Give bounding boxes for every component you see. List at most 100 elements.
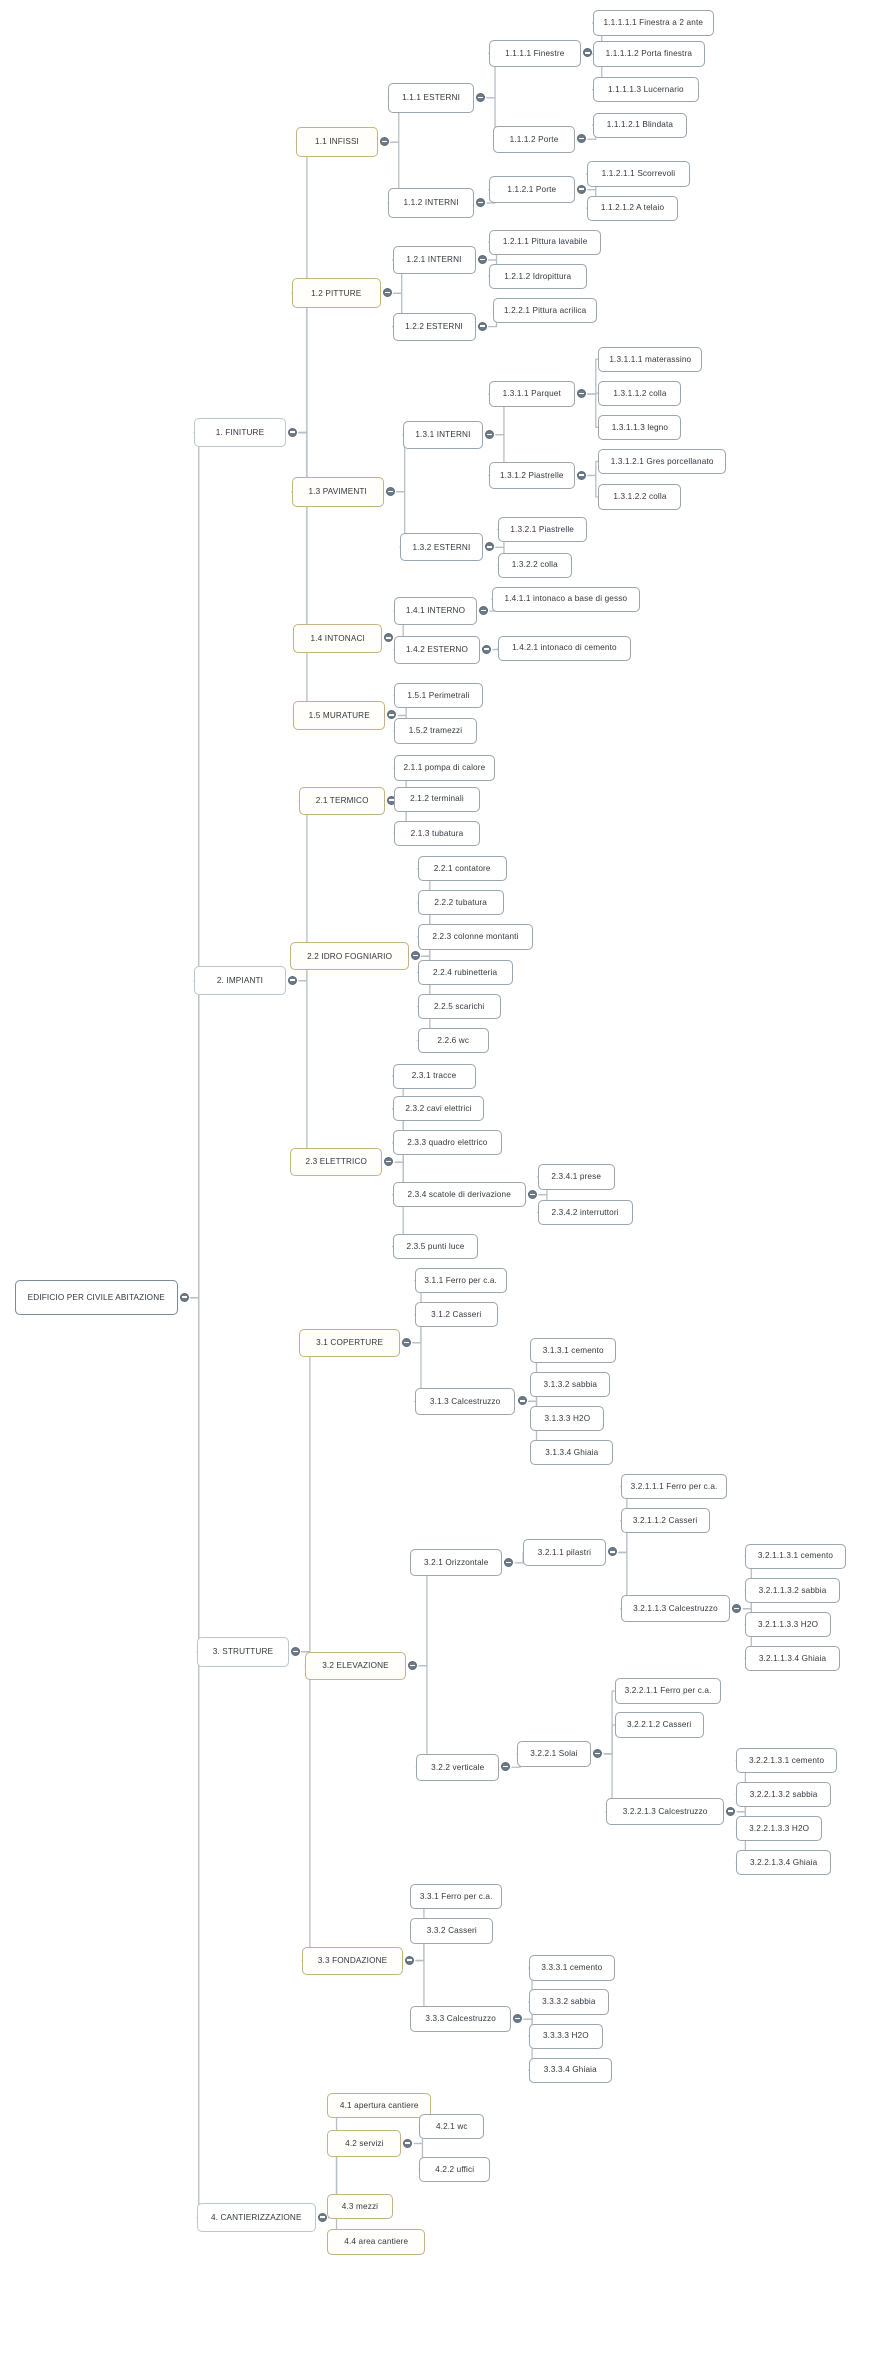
mindmap-node-n1-1-1-1[interactable]: 1.1.1.1 Finestre [488,39,581,67]
mindmap-node-n3-2[interactable]: 3.2 ELEVAZIONE [305,1651,406,1680]
mindmap-node-n1-3-1-2-1[interactable]: 1.3.1.2.1 Gres porcellanato [598,448,726,475]
collapse-toggle-n1-2-1-minus-circle-icon[interactable] [477,254,487,264]
mindmap-node-n2-3-4-1[interactable]: 2.3.4.1 prese [537,1164,615,1190]
collapse-toggle-n1-3-1-1-minus-circle-icon[interactable] [576,389,586,399]
mindmap-node-n4[interactable]: 4. CANTIERIZZAZIONE [197,2202,316,2233]
mindmap-node-n1-1-2-1-1[interactable]: 1.1.2.1.1 Scorrevoli [586,161,691,187]
mindmap-node-n3-2-1-1-3-3[interactable]: 3.2.1.1.3.3 H2O [745,1611,832,1637]
collapse-toggle-n1-1-1-minus-circle-icon[interactable] [476,92,486,102]
collapse-toggle-n3-2-2-1-3-minus-circle-icon[interactable] [726,1806,736,1816]
collapse-toggle-root-minus-circle-icon[interactable] [179,1292,189,1302]
mindmap-node-n3-2-2-1-2[interactable]: 3.2.2.1.2 Casseri [614,1712,704,1738]
mindmap-node-n3-3-2[interactable]: 3.3.2 Casseri [410,1918,494,1944]
mindmap-node-n3-3-3-2[interactable]: 3.3.3.2 sabbia [528,1989,609,2015]
mindmap-node-n3-2-1-1-3-2[interactable]: 3.2.1.1.3.2 sabbia [745,1577,840,1603]
mindmap-node-n2-3-5[interactable]: 2.3.5 punti luce [392,1233,479,1260]
mindmap-node-n1-1-1-2-1[interactable]: 1.1.1.2.1 Blindata [592,112,688,138]
collapse-toggle-n1-1-2-minus-circle-icon[interactable] [476,197,486,207]
mindmap-node-n1-4-2[interactable]: 1.4.2 ESTERNO [394,635,480,664]
mindmap-node-n4-2-2[interactable]: 4.2.2 uffici [419,2156,491,2183]
mindmap-node-n1-1-2-1-2[interactable]: 1.1.2.1.2 A telaio [586,195,679,221]
collapse-toggle-n3-2-1-1-3-minus-circle-icon[interactable] [732,1603,742,1613]
collapse-toggle-n1-1-2-1-minus-circle-icon[interactable] [576,184,586,194]
mindmap-node-n2-2[interactable]: 2.2 IDRO FOGNIARIO [290,942,409,971]
mindmap-node-n2-3-4-2[interactable]: 2.3.4.2 interruttori [537,1199,633,1226]
mindmap-node-n3-1-3-2[interactable]: 3.1.3.2 sabbia [530,1371,611,1397]
mindmap-node-n3-2-1-1-1[interactable]: 3.2.1.1.1 Ferro per c.a. [620,1473,728,1500]
mindmap-node-n3-2-2-1-3-4[interactable]: 3.2.2.1.3.4 Ghiaia [736,1850,832,1876]
mindmap-node-n1-1-2[interactable]: 1.1.2 INTERNI [388,188,475,218]
mindmap-node-n1-1-1-1-1[interactable]: 1.1.1.1.1 Finestra a 2 ante [592,10,714,36]
collapse-toggle-n3-2-1-minus-circle-icon[interactable] [504,1557,514,1567]
mindmap-node-n4-1[interactable]: 4.1 apertura cantiere [327,2093,432,2119]
mindmap-node-n2-2-1[interactable]: 2.2.1 contatore [417,856,507,882]
mindmap-node-n3-2-1[interactable]: 3.2.1 Orizzontale [410,1549,503,1577]
collapse-toggle-n1-4-1-minus-circle-icon[interactable] [478,606,488,616]
collapse-toggle-n4-minus-circle-icon[interactable] [317,2212,327,2222]
collapse-toggle-n3-2-2-minus-circle-icon[interactable] [501,1762,511,1772]
mindmap-node-n1-1-1-1-2[interactable]: 1.1.1.1.2 Porta finestra [592,41,706,67]
collapse-toggle-n3-3-minus-circle-icon[interactable] [404,1955,414,1965]
mindmap-node-n4-3[interactable]: 4.3 mezzi [327,2193,393,2220]
mindmap-node-n1-3-1-1-3[interactable]: 1.3.1.1.3 legno [598,414,682,440]
mindmap-node-n1-3-2-2[interactable]: 1.3.2.2 colla [497,552,572,578]
mindmap-node-root[interactable]: EDIFICIO PER CIVILE ABITAZIONE [14,1279,178,1316]
mindmap-node-n1-3-2[interactable]: 1.3.2 ESTERNI [399,533,483,562]
collapse-toggle-n3-2-1-1-minus-circle-icon[interactable] [607,1547,617,1557]
mindmap-node-n3-3-3[interactable]: 3.3.3 Calcestruzzo [410,2005,512,2033]
mindmap-node-n3-2-1-1-3[interactable]: 3.2.1.1.3 Calcestruzzo [620,1595,731,1623]
collapse-toggle-n4-2-minus-circle-icon[interactable] [403,2138,413,2148]
mindmap-node-n1-3-1-1-1[interactable]: 1.3.1.1.1 materassino [598,346,703,372]
mindmap-node-n1-4-2-1[interactable]: 1.4.2.1 intonaco di cemento [497,635,632,661]
mindmap-node-n1-1-1-1-3[interactable]: 1.1.1.1.3 Lucernario [592,77,700,103]
mindmap-node-n1-1-1-2[interactable]: 1.1.1.2 Porte [493,125,575,153]
mindmap-node-n2-2-4[interactable]: 2.2.4 rubinetteria [417,959,513,986]
mindmap-node-n2-2-3[interactable]: 2.2.3 colonne montanti [417,924,534,950]
mindmap-node-n3-2-2-1-3-1[interactable]: 3.2.2.1.3.1 cemento [736,1748,837,1774]
collapse-toggle-n1-3-1-2-minus-circle-icon[interactable] [576,470,586,480]
collapse-toggle-n1-1-minus-circle-icon[interactable] [379,137,389,147]
mindmap-node-n3-1-1[interactable]: 3.1.1 Ferro per c.a. [414,1268,507,1294]
mindmap-node-n1-3-2-1[interactable]: 1.3.2.1 Piastrelle [497,516,587,543]
collapse-toggle-n3-1-3-minus-circle-icon[interactable] [517,1396,527,1406]
mindmap-node-n3-3-3-4[interactable]: 3.3.3.4 Ghiaia [528,2057,612,2083]
mindmap-node-n1-3-1-2[interactable]: 1.3.1.2 Piastrelle [488,462,575,489]
mindmap-node-n3-2-2[interactable]: 3.2.2 verticale [416,1753,500,1781]
mindmap-node-n1-3-1-1-2[interactable]: 1.3.1.1.2 colla [598,380,682,406]
mindmap-node-n3-2-2-1-1[interactable]: 3.2.2.1.1 Ferro per c.a. [614,1678,722,1704]
mindmap-node-n2-2-2[interactable]: 2.2.2 tubatura [417,890,504,916]
mindmap-node-n1-4-1-1[interactable]: 1.4.1.1 intonaco a base di gesso [491,586,640,612]
mindmap-node-n3[interactable]: 3. STRUTTURE [197,1636,289,1667]
mindmap-node-n2-1-3[interactable]: 2.1.3 tubatura [394,820,480,846]
mindmap-node-n1-5[interactable]: 1.5 MURATURE [293,700,386,731]
mindmap-node-n3-1-3-3[interactable]: 3.1.3.3 H2O [530,1405,605,1431]
mindmap-node-n4-2[interactable]: 4.2 servizi [327,2130,402,2157]
collapse-toggle-n1-4-minus-circle-icon[interactable] [384,633,394,643]
collapse-toggle-n1-1-1-1-minus-circle-icon[interactable] [582,48,592,58]
mindmap-node-n2-3-4[interactable]: 2.3.4 scatole di derivazione [392,1182,526,1208]
mindmap-node-n1-3-1-1[interactable]: 1.3.1.1 Parquet [488,380,575,408]
mindmap-node-n3-1-3-4[interactable]: 3.1.3.4 Ghiaia [530,1439,614,1466]
mindmap-node-n3-3-3-1[interactable]: 3.3.3.1 cemento [528,1955,615,1981]
collapse-toggle-n1-3-minus-circle-icon[interactable] [385,486,395,496]
collapse-toggle-n3-3-3-minus-circle-icon[interactable] [513,2014,523,2024]
mindmap-node-n2-2-6[interactable]: 2.2.6 wc [417,1028,489,1054]
collapse-toggle-n2-3-4-minus-circle-icon[interactable] [527,1189,537,1199]
mindmap-node-n3-2-1-1-2[interactable]: 3.2.1.1.2 Casseri [620,1508,710,1534]
mindmap-node-n3-1-3-1[interactable]: 3.1.3.1 cemento [530,1337,617,1363]
collapse-toggle-n1-3-1-minus-circle-icon[interactable] [484,429,494,439]
mindmap-node-n2-1-1[interactable]: 2.1.1 pompa di calore [394,755,495,781]
collapse-toggle-n1-5-minus-circle-icon[interactable] [387,710,397,720]
mindmap-node-n3-1-3[interactable]: 3.1.3 Calcestruzzo [414,1388,516,1415]
mindmap-node-n2-1[interactable]: 2.1 TERMICO [299,786,386,815]
mindmap-node-n4-2-1[interactable]: 4.2.1 wc [419,2113,485,2140]
mindmap-node-n2-1-2[interactable]: 2.1.2 terminali [394,786,480,812]
mindmap-node-n3-1[interactable]: 3.1 COPERTURE [299,1328,400,1357]
mindmap-node-n1-2-2-1[interactable]: 1.2.2.1 Pittura acrilica [493,297,597,323]
collapse-toggle-n1-3-2-minus-circle-icon[interactable] [484,542,494,552]
mindmap-node-n1-3-1-2-2[interactable]: 1.3.1.2.2 colla [598,484,682,510]
mindmap-node-n1-2-1-2[interactable]: 1.2.1.2 Idropittura [488,263,587,289]
mindmap-node-n3-2-1-1-3-4[interactable]: 3.2.1.1.3.4 Ghiaia [745,1645,840,1671]
collapse-toggle-n2-3-minus-circle-icon[interactable] [384,1157,394,1167]
collapse-toggle-n1-4-2-minus-circle-icon[interactable] [481,644,491,654]
